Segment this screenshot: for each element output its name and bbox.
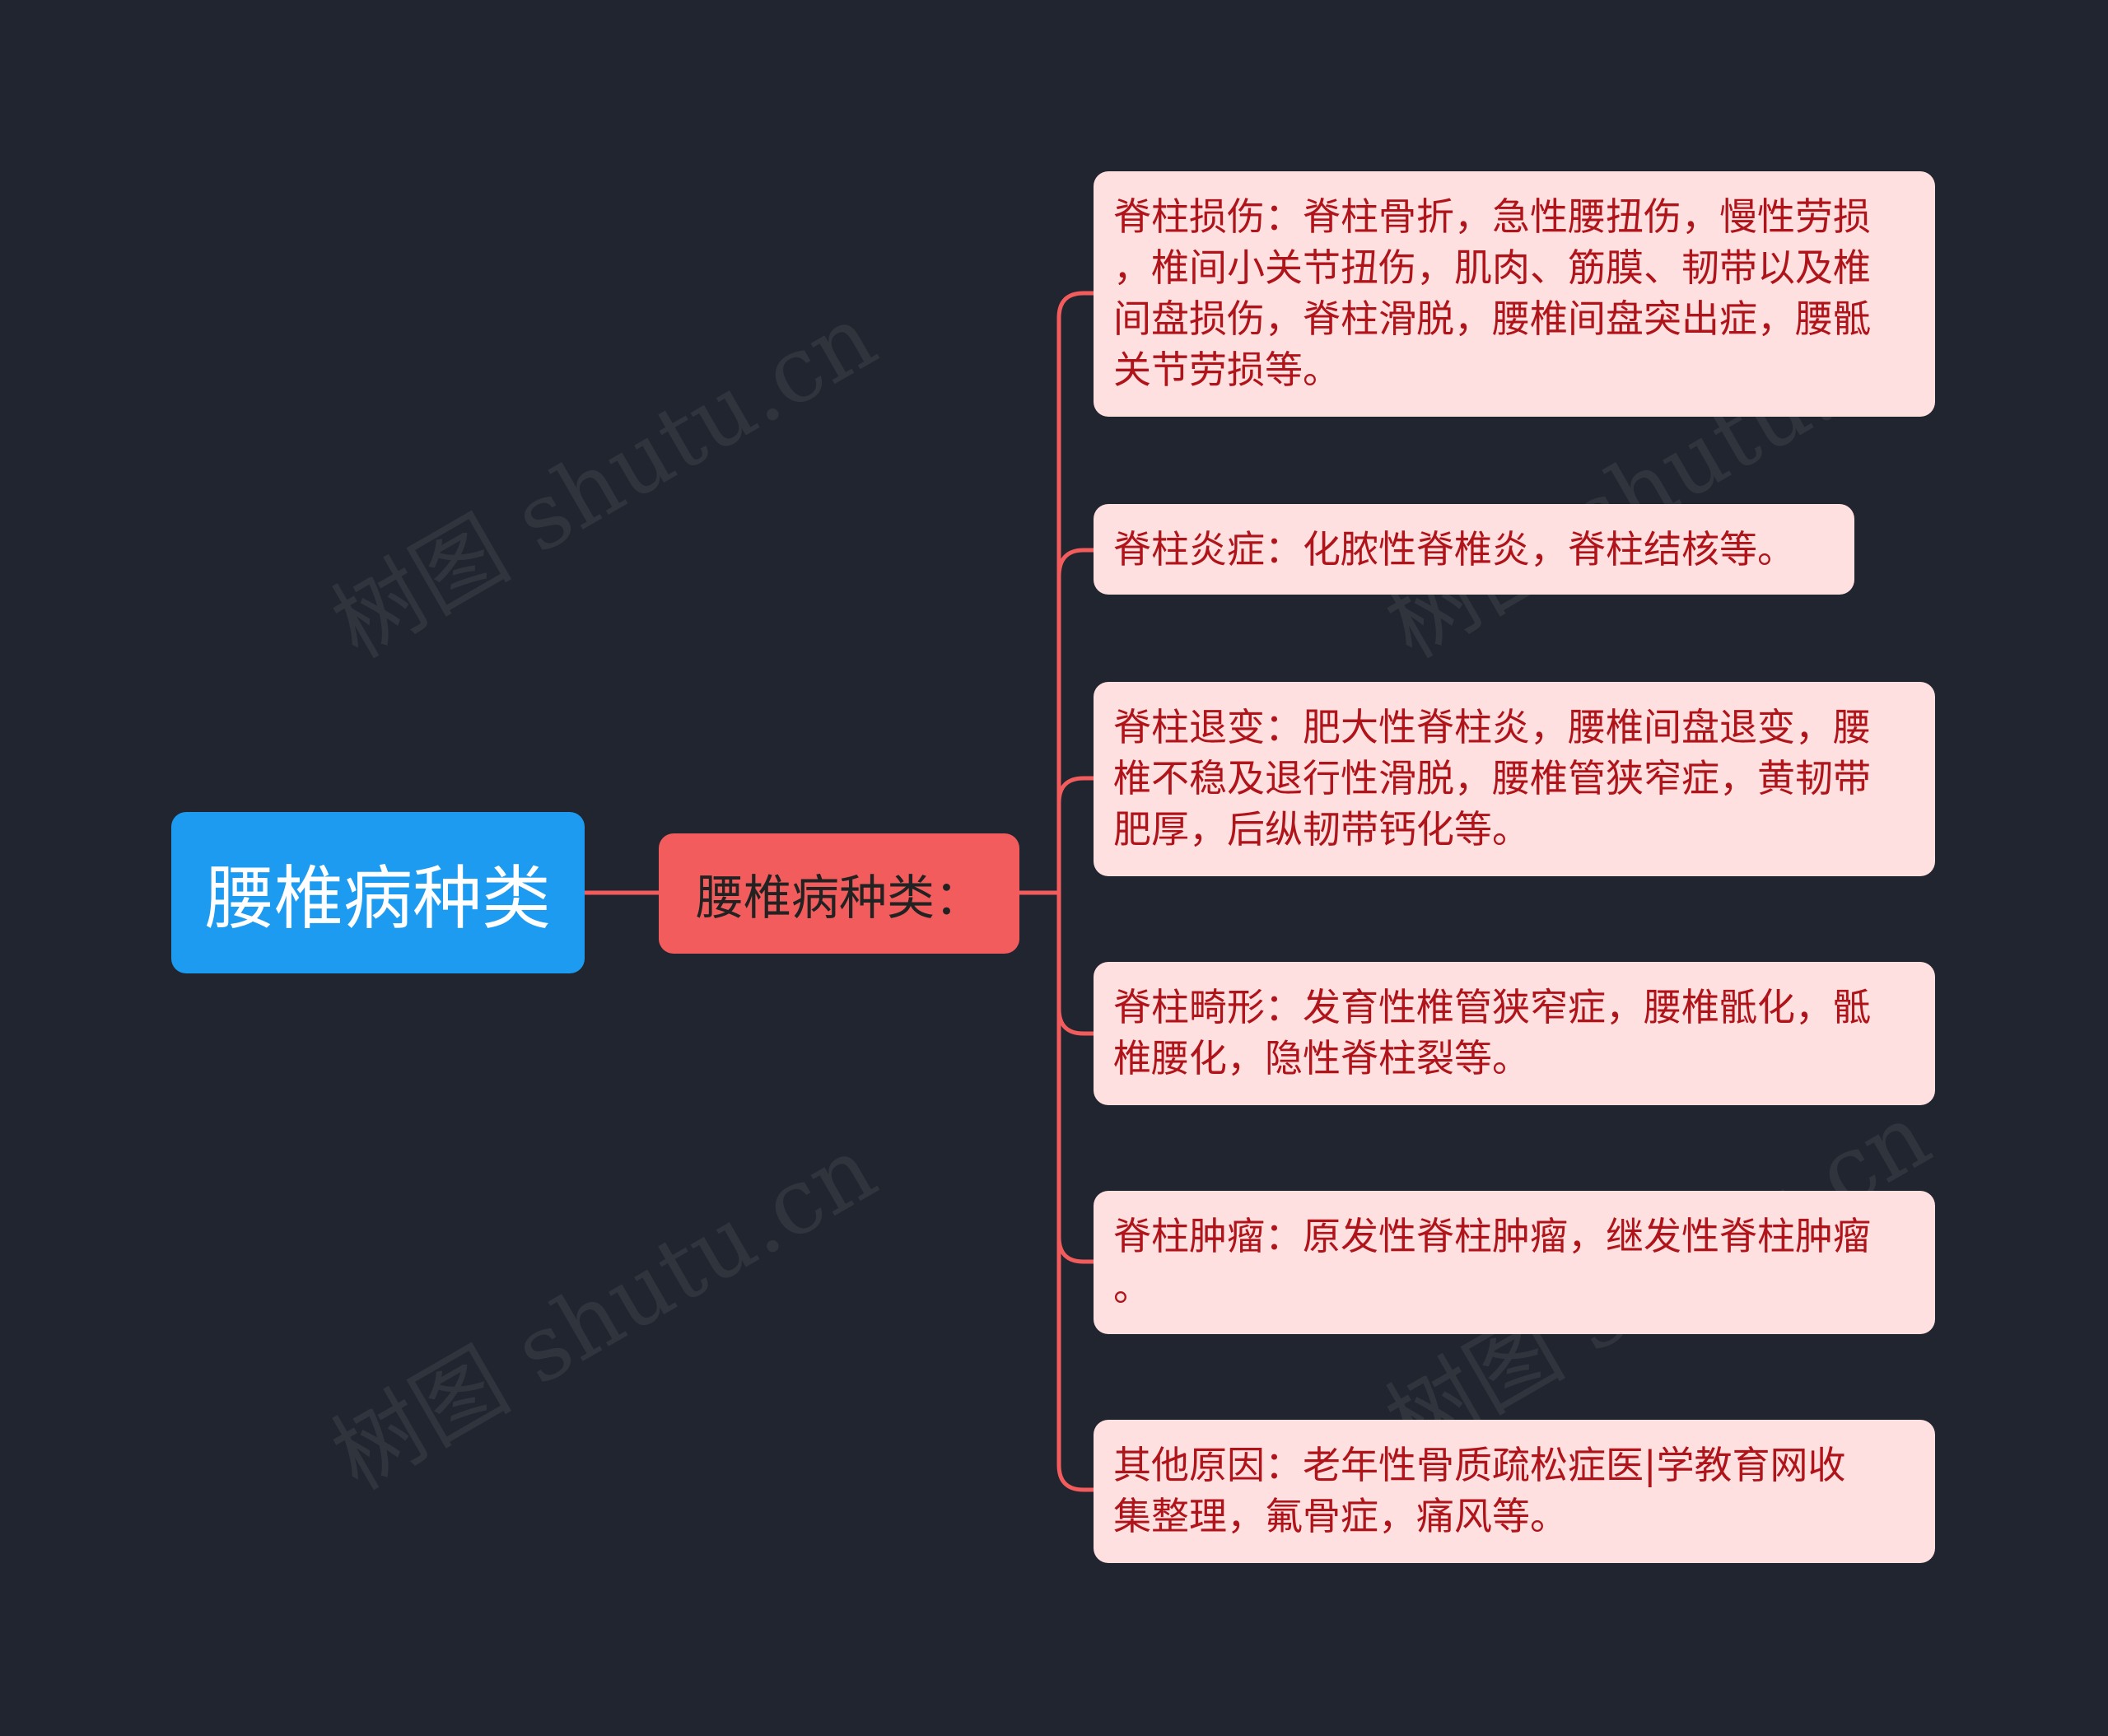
leaf-node-spinal-degeneration[interactable]: 脊柱退变：肥大性脊柱炎，腰椎间盘退变，腰 椎不稳及退行性滑脱，腰椎管狭窄症，黄韧… bbox=[1094, 682, 1935, 876]
branch-node[interactable]: 腰椎病种类： bbox=[659, 833, 1019, 954]
leaf-connector bbox=[1056, 890, 1096, 1036]
root-node[interactable]: 腰椎病种类 bbox=[171, 812, 585, 973]
leaf-connector bbox=[1056, 548, 1096, 579]
leaf-connector bbox=[1056, 1234, 1096, 1492]
leaf-connector bbox=[1056, 291, 1096, 895]
leaf-connector bbox=[1056, 1006, 1096, 1264]
leaf-connector bbox=[1056, 776, 1096, 805]
leaf-node-other-causes[interactable]: 其他原因：老年性骨质疏松症医|学教育网收 集整理，氟骨症，痛风等。 bbox=[1094, 1420, 1935, 1563]
leaf-node-spinal-deformity[interactable]: 脊柱畸形：发育性椎管狭窄症，腰椎骶化，骶 椎腰化，隐性脊柱裂等。 bbox=[1094, 962, 1935, 1105]
leaf-node-spinal-injury[interactable]: 脊柱损伤：脊柱骨折，急性腰扭伤，慢性劳损 ，椎间小关节扭伤，肌肉、筋膜、韧带以及… bbox=[1094, 171, 1935, 417]
leaf-node-spinal-inflammation[interactable]: 脊柱炎症：化脓性脊椎炎，脊柱结核等。 bbox=[1094, 504, 1854, 595]
leaf-node-spinal-tumor[interactable]: 脊柱肿瘤：原发性脊柱肿瘤，继发性脊柱肿瘤 。 bbox=[1094, 1191, 1935, 1334]
